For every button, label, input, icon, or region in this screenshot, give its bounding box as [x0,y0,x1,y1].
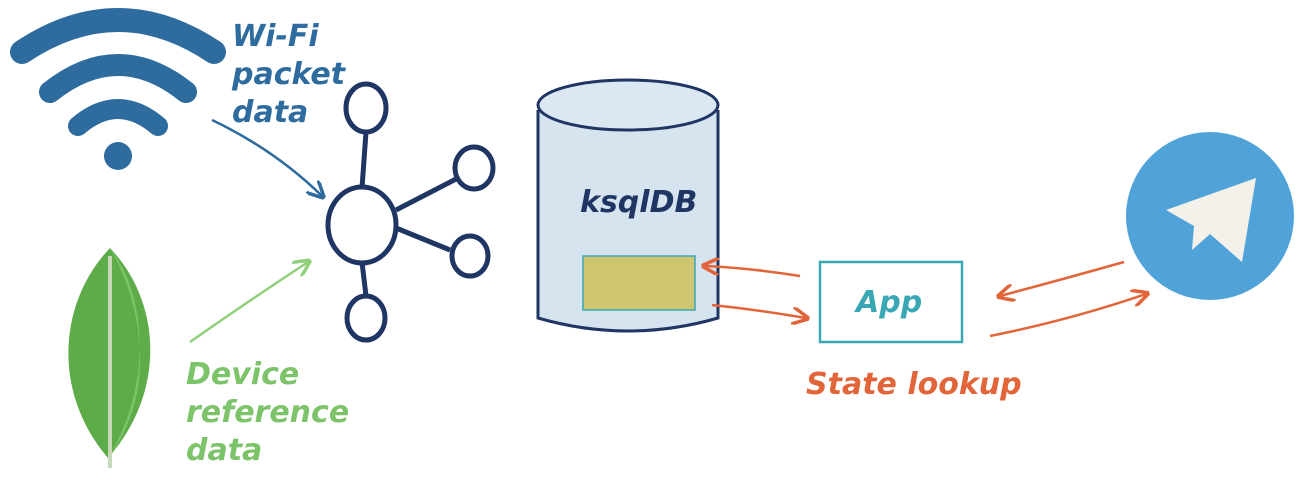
app-box [818,260,964,344]
telegram-to-app-arrow [1000,260,1125,296]
database-label: ksqlDB [580,185,697,220]
ksqldb-database [536,78,720,333]
device-label-line1: Device [186,357,299,392]
device-to-kafka-arrow [189,262,308,344]
app-label: App [854,285,922,320]
mongodb-leaf-icon [68,248,151,468]
kafka-icon [325,81,496,343]
wifi-label-line1: Wi-Fi [232,19,319,54]
wifi-label-line2: packet [231,57,347,92]
state-lookup-label: State lookup [806,367,1022,402]
device-label-line3: data [186,433,262,468]
telegram-icon [1126,132,1294,300]
wifi-to-kafka-arrow [211,118,322,196]
app-to-ksqldb-arrow [705,266,801,278]
app-to-telegram-arrow [989,294,1146,338]
ksqldb-to-app-arrow [711,303,806,318]
wifi-label-line3: data [232,95,308,130]
wifi-icon [10,8,226,170]
state-store-region [582,255,696,311]
device-label-line2: reference [186,395,349,430]
